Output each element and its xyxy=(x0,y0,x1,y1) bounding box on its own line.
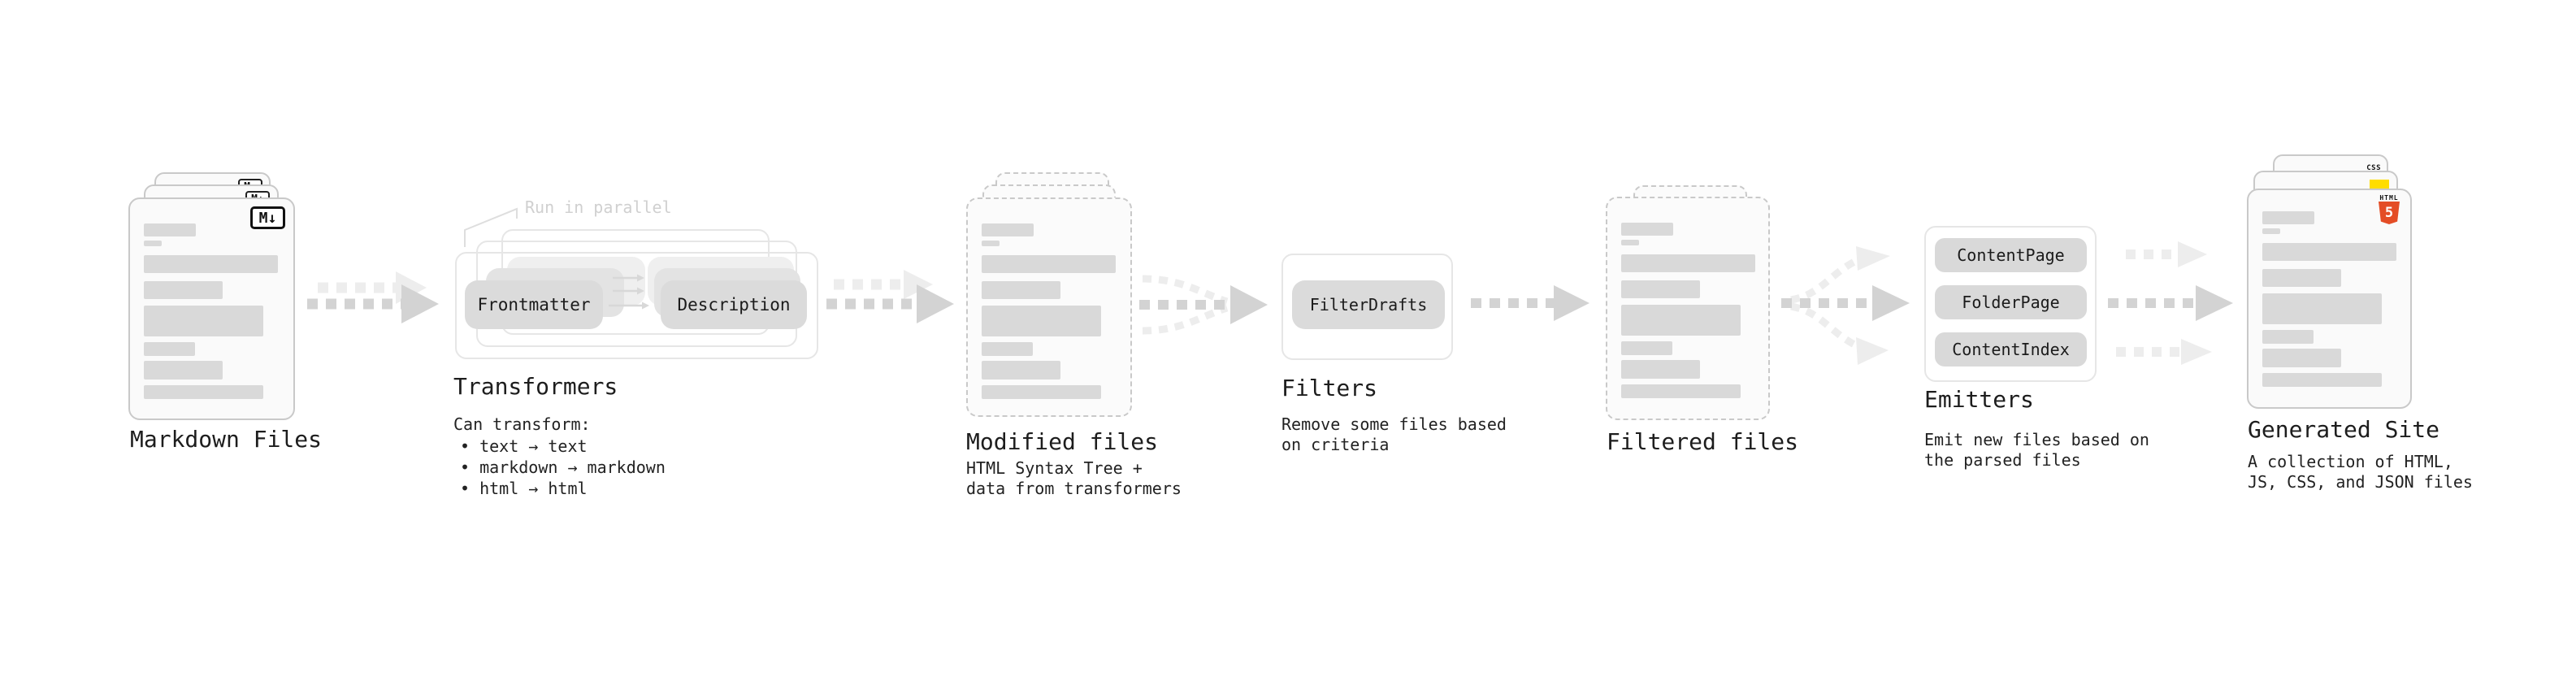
placeholder-bar xyxy=(982,361,1060,380)
filterdrafts-pill: FilterDrafts xyxy=(1292,280,1445,329)
emitters-box xyxy=(1924,226,2097,382)
document-placeholder-bars xyxy=(144,223,278,399)
frontmatter-pill: Frontmatter xyxy=(465,280,603,329)
placeholder-bar xyxy=(2262,330,2314,344)
generated-site-subtext: A collection of HTML, JS, CSS, and JSON … xyxy=(2248,452,2473,492)
filtered-files-label: Filtered files xyxy=(1607,428,1799,455)
placeholder-bar xyxy=(144,385,263,399)
run-in-parallel-annotation: Run in parallel xyxy=(525,197,672,217)
placeholder-bar xyxy=(2262,349,2341,367)
placeholder-bar xyxy=(144,255,278,273)
html5-icon: HTML 5 xyxy=(2379,194,2400,224)
bullet-item: • text → text xyxy=(460,436,588,456)
placeholder-bar xyxy=(1621,341,1672,355)
placeholder-bar xyxy=(144,361,223,380)
modified-file-card xyxy=(966,197,1132,417)
markdown-files-label: Markdown Files xyxy=(130,426,323,453)
html5-shield: 5 xyxy=(2379,202,2400,224)
parallel-arrows-icon xyxy=(609,274,649,310)
placeholder-bar xyxy=(982,223,1034,236)
flow-arrow-light xyxy=(2116,339,2212,365)
placeholder-bar xyxy=(1621,223,1673,236)
placeholder-bar xyxy=(1621,360,1700,379)
filters-heading: Filters xyxy=(1281,375,1378,401)
placeholder-bar xyxy=(1621,254,1755,272)
folderpage-pill: FolderPage xyxy=(1935,285,2087,319)
placeholder-bar xyxy=(144,306,263,336)
run-in-parallel-leader-line xyxy=(464,207,518,247)
filtered-file-card xyxy=(1606,197,1770,420)
document-placeholder-bars xyxy=(2262,211,2396,387)
can-transform-title: Can transform: xyxy=(453,414,591,434)
flow-arrow xyxy=(1471,285,1589,321)
placeholder-bar xyxy=(144,223,196,236)
document-placeholder-bars xyxy=(1621,223,1755,398)
placeholder-bar xyxy=(1621,240,1639,245)
emitters-subtext: Emit new files based on the parsed files xyxy=(1924,430,2149,470)
document-placeholder-bars xyxy=(982,223,1116,399)
placeholder-bar xyxy=(982,342,1033,356)
transformers-box xyxy=(455,252,818,359)
placeholder-bar xyxy=(144,342,195,356)
description-pill: Description xyxy=(661,280,807,329)
placeholder-bar xyxy=(982,306,1101,336)
filters-box xyxy=(1281,254,1453,360)
placeholder-bar xyxy=(1621,305,1741,336)
placeholder-bar xyxy=(2262,269,2341,287)
html5-word: HTML xyxy=(2379,194,2399,202)
generated-html-card: HTML 5 xyxy=(2247,189,2412,409)
contentindex-pill: ContentIndex xyxy=(1935,332,2087,367)
markdown-icon: M↓ xyxy=(250,206,285,229)
placeholder-bar xyxy=(2262,228,2280,234)
placeholder-bar xyxy=(1621,280,1700,298)
placeholder-bar xyxy=(2262,243,2396,261)
flow-arrow-fanout xyxy=(1781,246,1910,365)
placeholder-bar xyxy=(1621,384,1741,398)
emitters-heading: Emitters xyxy=(1924,386,2034,413)
placeholder-bar xyxy=(982,241,1000,246)
transform-bullet-list: • text → text • markdown → markdown • ht… xyxy=(460,436,666,499)
modified-files-label: Modified files xyxy=(966,428,1159,455)
transformers-heading: Transformers xyxy=(453,373,618,400)
flow-arrow xyxy=(2108,285,2233,321)
placeholder-bar xyxy=(982,281,1060,299)
contentpage-pill: ContentPage xyxy=(1935,238,2087,272)
placeholder-bar xyxy=(982,255,1116,273)
css-label: CSS xyxy=(2366,164,2381,172)
generated-site-label: Generated Site xyxy=(2248,416,2440,443)
bullet-item: • markdown → markdown xyxy=(460,458,666,477)
js-icon xyxy=(2370,180,2389,189)
flow-arrow-merge xyxy=(1139,275,1268,335)
placeholder-bar xyxy=(2262,211,2314,224)
flow-arrow xyxy=(826,270,954,323)
placeholder-bar xyxy=(2262,293,2382,324)
placeholder-bar xyxy=(144,241,162,246)
placeholder-bar xyxy=(2262,373,2382,387)
flow-arrow xyxy=(307,271,439,323)
placeholder-bar xyxy=(982,385,1101,399)
flow-arrow-light xyxy=(2126,241,2207,267)
bullet-item: • html → html xyxy=(460,479,588,498)
modified-files-subtext: HTML Syntax Tree + data from transformer… xyxy=(966,458,1182,498)
filters-subtext: Remove some files based on criteria xyxy=(1281,414,1507,454)
markdown-file-card: M↓ xyxy=(128,197,295,420)
placeholder-bar xyxy=(144,281,223,299)
